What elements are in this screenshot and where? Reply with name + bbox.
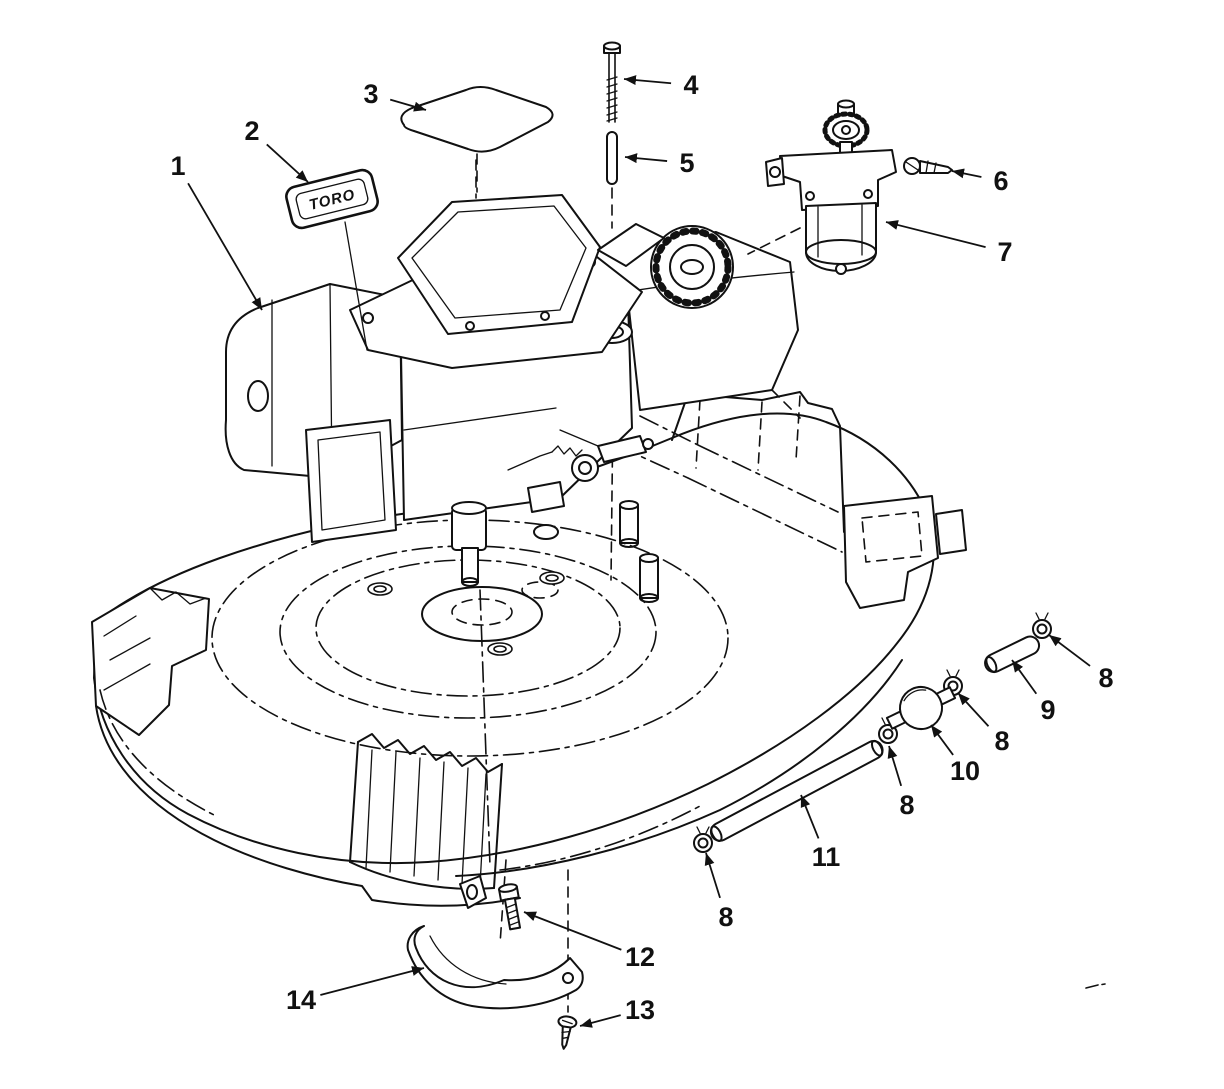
engine bbox=[224, 159, 799, 587]
callout-leader-8-11 bbox=[887, 745, 903, 787]
deck-standoffs bbox=[619, 500, 659, 603]
hose-clamp bbox=[693, 826, 713, 853]
starter-motor bbox=[747, 99, 897, 275]
callout-label-3-2: 3 bbox=[363, 79, 378, 109]
deck-front-serrations bbox=[349, 733, 503, 890]
callout-label-6-5: 6 bbox=[993, 166, 1008, 196]
callout-label-8-7: 8 bbox=[1098, 663, 1113, 693]
starter-pinion-gear bbox=[822, 111, 870, 149]
callout-label-2-1: 2 bbox=[244, 116, 259, 146]
callout-label-7-6: 7 bbox=[997, 237, 1012, 267]
callout-leader-7-6 bbox=[885, 220, 986, 248]
wire-clip bbox=[459, 875, 487, 909]
callout-leader-5-4 bbox=[624, 153, 668, 164]
hose-short bbox=[984, 635, 1041, 674]
engine-underside-details bbox=[451, 429, 654, 587]
cover-pad bbox=[400, 86, 554, 193]
callout-leader-2-1 bbox=[266, 143, 309, 183]
hose-clamps bbox=[693, 612, 1052, 853]
callout-leader-8-7 bbox=[1048, 634, 1091, 667]
hose-clamp bbox=[1032, 612, 1052, 639]
toro-decal: TORO bbox=[285, 168, 379, 230]
deck-lower-rim bbox=[455, 659, 903, 877]
callout-leader-13-15 bbox=[579, 1014, 621, 1028]
guard-bracket bbox=[406, 925, 584, 1010]
callout-label-8-9: 8 bbox=[994, 726, 1009, 756]
callout-label-8-13: 8 bbox=[718, 902, 733, 932]
fuel-filter bbox=[885, 686, 957, 730]
callout-leader-4-3 bbox=[623, 75, 672, 86]
long-bolt bbox=[603, 41, 621, 123]
control-box bbox=[305, 419, 397, 543]
callout-leader-9-8 bbox=[1011, 659, 1038, 695]
callout-label-1-0: 1 bbox=[170, 151, 185, 181]
callout-label-4-3: 4 bbox=[683, 70, 698, 100]
fuel-cap bbox=[650, 225, 734, 309]
callout-label-8-11: 8 bbox=[899, 790, 914, 820]
deck-bolt bbox=[498, 883, 522, 931]
callout-leader-3-2 bbox=[389, 98, 427, 112]
callout-leader-11-12 bbox=[800, 794, 820, 839]
callout-label-13-15: 13 bbox=[625, 995, 655, 1025]
callout-label-9-8: 9 bbox=[1040, 695, 1055, 725]
starter-flange bbox=[779, 149, 897, 211]
callout-leader-8-13 bbox=[704, 852, 721, 899]
callout-label-5-4: 5 bbox=[679, 148, 694, 178]
callout-leader-14-16 bbox=[320, 966, 425, 996]
phantom-tick bbox=[1085, 983, 1106, 989]
callout-leader-6-5 bbox=[951, 168, 982, 179]
callout-leader-12-14 bbox=[523, 911, 622, 951]
callout-leader-1-0 bbox=[187, 182, 263, 311]
callout-leader-8-9 bbox=[957, 692, 990, 727]
callout-leader-10-10 bbox=[930, 724, 954, 756]
mower-deck bbox=[91, 389, 967, 1013]
deck-right-bracket bbox=[843, 495, 939, 609]
callout-label-10-10: 10 bbox=[950, 756, 980, 786]
deck-skirt-left bbox=[95, 705, 521, 907]
callout-label-11-12: 11 bbox=[812, 842, 841, 872]
blade-circle-inner bbox=[315, 559, 621, 697]
deck-bolt-bosses bbox=[367, 571, 565, 656]
intake-snorkel bbox=[597, 223, 665, 267]
callout-label-14-16: 14 bbox=[286, 985, 316, 1015]
screw-small bbox=[903, 157, 953, 175]
bracket-screw bbox=[557, 1015, 578, 1050]
callout-label-12-14: 12 bbox=[625, 942, 655, 972]
pin bbox=[606, 131, 618, 229]
air-cleaner-cover bbox=[397, 194, 601, 335]
